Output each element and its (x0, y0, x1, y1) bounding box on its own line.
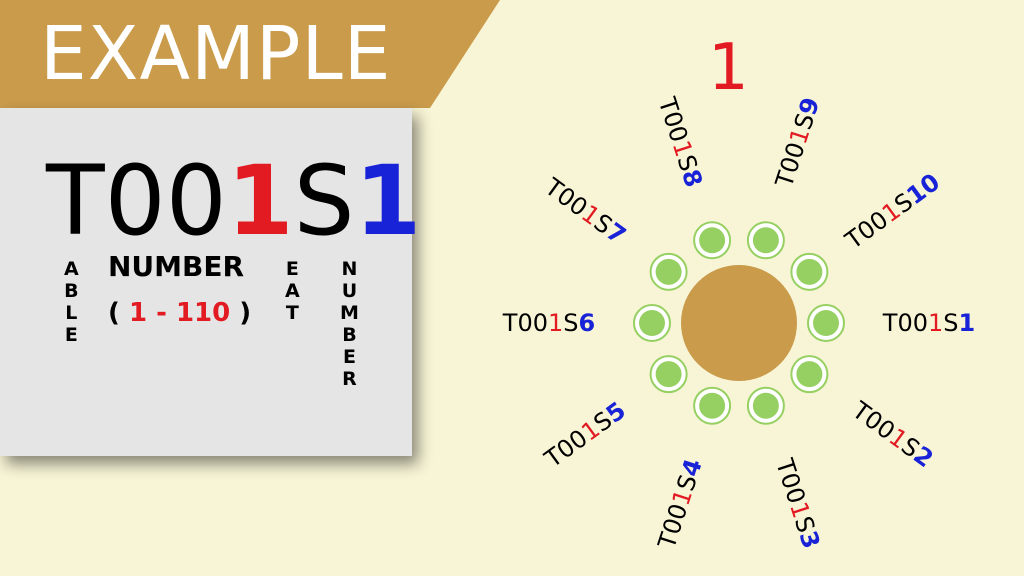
number-letter: M (340, 302, 359, 324)
code-seat-prefix: S (293, 145, 355, 257)
seat-label-table-part: T00 (770, 139, 811, 192)
seat-letter: E (285, 258, 299, 280)
range-close: ) (239, 298, 252, 328)
seat (655, 258, 682, 285)
seat (699, 227, 726, 254)
table-letter: B (64, 280, 79, 302)
seat-letter: T (285, 302, 299, 324)
seat-label-seat-part: S (563, 309, 578, 337)
seat (655, 361, 682, 388)
table-letter: E (64, 324, 78, 346)
seat-label: T001S9 (770, 94, 825, 192)
legend-panel (0, 108, 412, 456)
seat-label-table-part: T00 (770, 454, 811, 507)
table-vertical-label: A B L E (64, 258, 79, 346)
seat-label-seat-digit: 1 (959, 309, 976, 337)
seat-label-table-part: T00 (882, 309, 928, 337)
range-open: ( (108, 298, 120, 328)
number-letter: U (341, 280, 358, 302)
seat-label: T001S3 (770, 454, 825, 552)
example-banner (0, 0, 500, 108)
seat (796, 258, 823, 285)
seat-vertical-label: E A T (285, 258, 300, 324)
code-table-prefix: T00 (46, 145, 227, 257)
seat (752, 227, 779, 254)
code-example: T001S1 (46, 153, 421, 249)
seat-label: T001S5 (539, 396, 631, 474)
number-letter: N (341, 258, 358, 280)
number-letter: B (342, 324, 357, 346)
seat-label: T001S1 (882, 309, 975, 337)
seat-label: T001S7 (539, 172, 631, 250)
seat-label: T001S8 (652, 93, 707, 191)
seat (796, 361, 823, 388)
seat-label-table-digit: 1 (548, 309, 563, 337)
seat-label: T001S10 (840, 168, 946, 255)
table-letter: L (65, 302, 78, 324)
table-number-label: NUMBER (108, 250, 245, 283)
seat-label-seat-digit: 6 (579, 309, 596, 337)
seats-group (633, 221, 845, 425)
seat-label-table-part: T00 (502, 309, 548, 337)
code-table-digit: 1 (226, 145, 294, 257)
round-table (681, 265, 797, 381)
range-value: 1 - 110 (128, 298, 231, 328)
seat (639, 310, 665, 336)
seat-label-seat-part: S (943, 309, 958, 337)
seat-label: T001S6 (502, 309, 595, 337)
seat-label-table-part: T00 (652, 93, 693, 146)
seat-label-table-part: T00 (652, 500, 693, 553)
seat-label: T001S4 (652, 455, 707, 553)
seat-number-vertical-label: N U M B E R (340, 258, 359, 390)
seat (813, 310, 839, 336)
banner-title: EXAMPLE (40, 11, 392, 97)
table-letter: A (64, 258, 79, 280)
number-letter: E (342, 346, 356, 368)
table-number-range: ( 1 - 110 ) (108, 298, 251, 328)
number-letter: R (342, 368, 357, 390)
seat (752, 392, 779, 419)
code-seat-digit: 1 (354, 145, 422, 257)
table-number: 1 (708, 31, 749, 105)
seat-label-table-digit: 1 (928, 309, 943, 337)
seat-letter: A (285, 280, 300, 302)
seat-label: T001S2 (846, 396, 938, 474)
seat (699, 392, 726, 419)
